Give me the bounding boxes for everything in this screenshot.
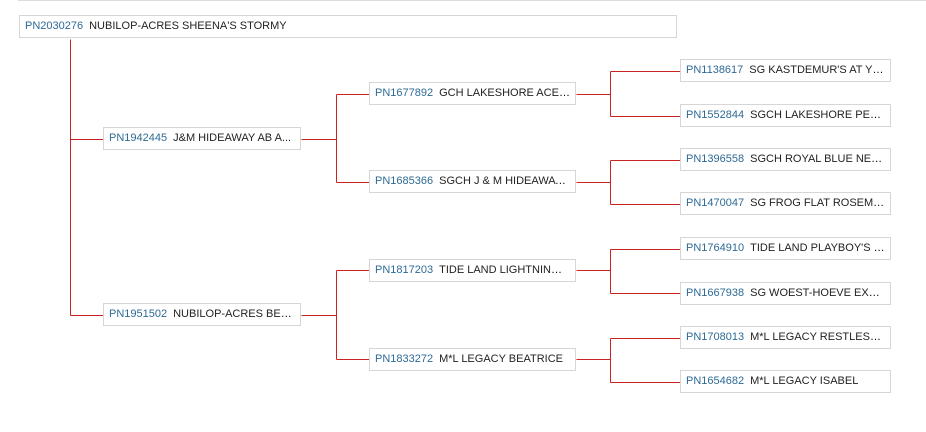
animal-name: SG KASTDEMUR'S AT YO... [749,64,891,76]
registration-number-link[interactable]: PN1942445 [109,132,168,144]
registration-number-link[interactable]: PN1667938 [686,287,745,299]
registration-number-link[interactable]: PN1833272 [375,353,434,365]
registration-number-link[interactable]: PN1552844 [686,109,745,121]
registration-number-link[interactable]: PN1817203 [375,264,434,276]
registration-number-link[interactable]: PN1677892 [375,87,434,99]
animal-name: NUBILOP-ACRES SHEENA'S STORMY [89,20,287,32]
pedigree-node-ggp-1[interactable]: PN1138617 SG KASTDEMUR'S AT YO... [680,59,891,82]
pedigree-node-ggp-6[interactable]: PN1667938 SG WOEST-HOEVE EXOD... [680,282,891,305]
registration-number-link[interactable]: PN1764910 [686,242,745,254]
registration-number-link[interactable]: PN1654682 [686,375,745,387]
animal-name: M*L LEGACY BEATRICE [439,353,563,365]
pedigree-node-sire[interactable]: PN1942445 J&M HIDEAWAY AB A... [103,127,301,150]
pedigree-node-ggp-4[interactable]: PN1470047 SG FROG FLAT ROSEMARY [680,192,891,215]
registration-number-link[interactable]: PN1138617 [686,64,744,76]
pedigree-node-ggp-2[interactable]: PN1552844 SGCH LAKESHORE PERF... [680,104,891,127]
registration-number-link[interactable]: PN1708013 [686,331,745,343]
animal-name: SGCH J & M HIDEAWAY ... [439,175,575,187]
animal-name: TIDE LAND PLAYBOY'S B... [750,242,891,254]
pedigree-node-ggp-8[interactable]: PN1654682 M*L LEGACY ISABEL [680,370,891,393]
animal-name: SG FROG FLAT ROSEMARY [750,197,891,209]
animal-name: SGCH LAKESHORE PERF... [750,109,891,121]
pedigree-node-sire-sire[interactable]: PN1677892 GCH LAKESHORE ACE B... [369,82,576,105]
animal-name: SG WOEST-HOEVE EXOD... [750,287,891,299]
registration-number-link[interactable]: PN2030276 [25,20,84,32]
pedigree-node-ggp-5[interactable]: PN1764910 TIDE LAND PLAYBOY'S B... [680,237,891,260]
pedigree-node-ggp-3[interactable]: PN1396558 SGCH ROYAL BLUE NEV... [680,148,891,171]
pedigree-node-dam[interactable]: PN1951502 NUBILOP-ACRES BEAT... [103,303,301,326]
animal-name: SGCH ROYAL BLUE NEV... [750,153,887,165]
registration-number-link[interactable]: PN1951502 [109,308,168,320]
pedigree-node-root[interactable]: PN2030276 NUBILOP-ACRES SHEENA'S STORMY [19,15,677,38]
animal-name: TIDE LAND LIGHTNING ... [439,264,572,276]
registration-number-link[interactable]: PN1685366 [375,175,434,187]
pedigree-node-ggp-7[interactable]: PN1708013 M*L LEGACY RESTLESS ... [680,326,891,349]
registration-number-link[interactable]: PN1396558 [686,153,745,165]
pedigree-node-dam-sire[interactable]: PN1817203 TIDE LAND LIGHTNING ... [369,259,576,282]
animal-name: M*L LEGACY ISABEL [750,375,859,387]
animal-name: NUBILOP-ACRES BEAT... [173,308,301,320]
animal-name: GCH LAKESHORE ACE B... [439,87,576,99]
animal-name: M*L LEGACY RESTLESS ... [750,331,890,343]
top-divider [18,0,926,1]
pedigree-node-sire-dam[interactable]: PN1685366 SGCH J & M HIDEAWAY ... [369,170,576,193]
registration-number-link[interactable]: PN1470047 [686,197,745,209]
animal-name: J&M HIDEAWAY AB A... [173,132,292,144]
pedigree-node-dam-dam[interactable]: PN1833272 M*L LEGACY BEATRICE [369,348,576,371]
